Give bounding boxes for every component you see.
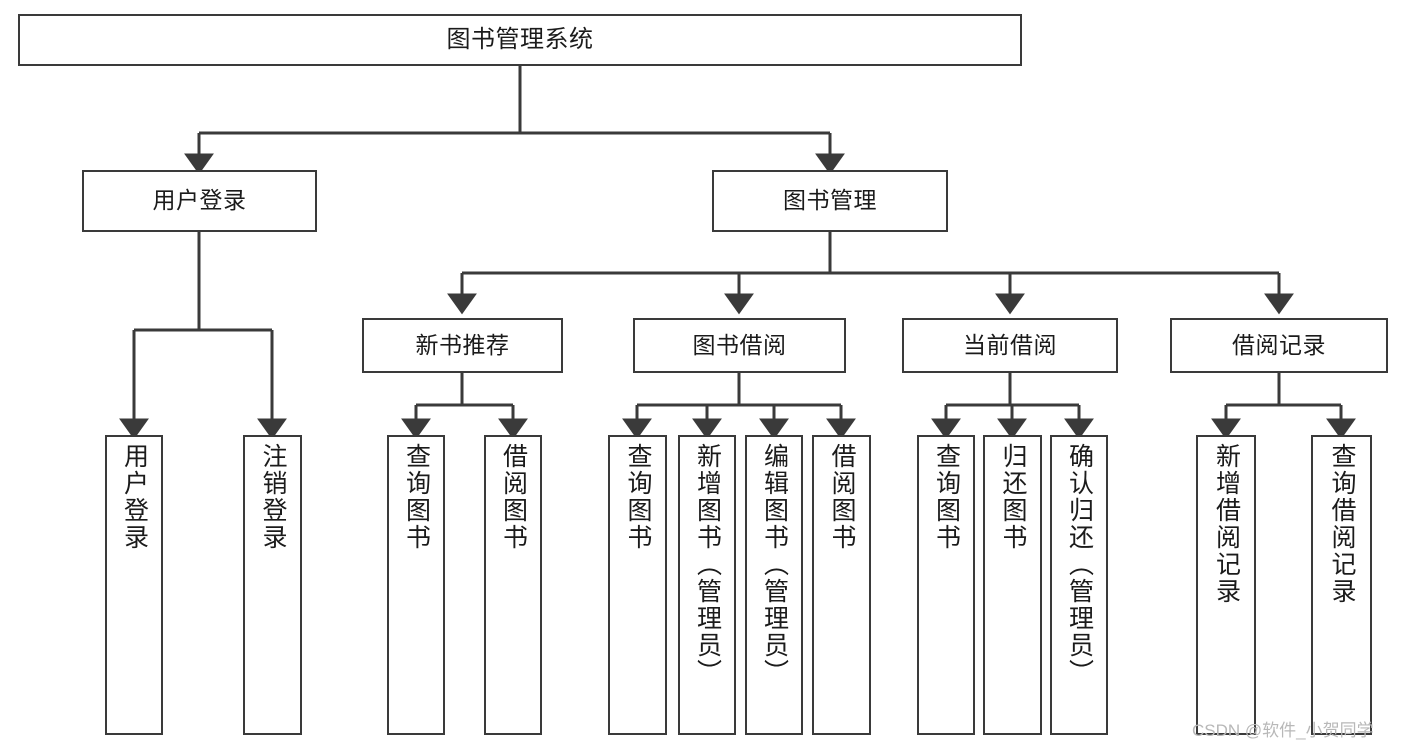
node-label: 当前借阅 — [963, 331, 1057, 358]
leaf-borrow-book-1[interactable]: 借阅图书 — [484, 435, 542, 735]
leaf-return-book[interactable]: 归还图书 — [983, 435, 1042, 735]
node-label: 查询图书 — [402, 443, 431, 551]
leaf-query-book-2[interactable]: 查询图书 — [608, 435, 667, 735]
node-label: 新增借阅记录 — [1212, 443, 1241, 605]
leaf-confirm-return[interactable]: 确认归还（管理员） — [1050, 435, 1108, 735]
node-label: 图书借阅 — [692, 331, 787, 358]
node-label: 查询图书 — [932, 443, 961, 551]
leaf-add-borrow-record[interactable]: 新增借阅记录 — [1196, 435, 1256, 735]
node-root-system[interactable]: 图书管理系统 — [18, 14, 1022, 66]
leaf-logout-login[interactable]: 注销登录 — [243, 435, 302, 735]
node-label: 注销登录 — [259, 443, 287, 551]
leaf-edit-book[interactable]: 编辑图书（管理员） — [745, 435, 803, 735]
leaf-query-borrow-record[interactable]: 查询借阅记录 — [1311, 435, 1372, 735]
node-label: 借阅记录 — [1232, 331, 1326, 358]
node-label: 查询借阅记录 — [1328, 443, 1356, 605]
node-book-management[interactable]: 图书管理 — [712, 170, 948, 232]
node-label: 借阅图书 — [828, 443, 856, 551]
watermark-text: CSDN @软件_小贺同学 — [1192, 721, 1374, 740]
node-label: 新书推荐 — [415, 331, 510, 358]
node-label: 用户登录 — [120, 443, 149, 551]
node-new-book-recommend[interactable]: 新书推荐 — [362, 318, 563, 373]
leaf-user-login[interactable]: 用户登录 — [105, 435, 163, 735]
node-label: 归还图书 — [999, 443, 1027, 551]
node-user-login[interactable]: 用户登录 — [82, 170, 317, 232]
node-current-borrow[interactable]: 当前借阅 — [902, 318, 1118, 373]
node-label: 图书管理系统 — [446, 25, 594, 53]
node-label: 查询图书 — [624, 443, 652, 551]
node-label: 借阅图书 — [499, 443, 528, 551]
leaf-add-book[interactable]: 新增图书（管理员） — [678, 435, 736, 735]
node-label: 用户登录 — [152, 187, 247, 214]
node-label: 确认归还（管理员） — [1065, 443, 1094, 686]
node-borrow-record[interactable]: 借阅记录 — [1170, 318, 1388, 373]
node-label: 新增图书（管理员） — [693, 443, 722, 686]
node-label: 编辑图书（管理员） — [760, 443, 789, 686]
leaf-query-book-3[interactable]: 查询图书 — [917, 435, 975, 735]
leaf-query-book-1[interactable]: 查询图书 — [387, 435, 445, 735]
leaf-borrow-book-2[interactable]: 借阅图书 — [812, 435, 871, 735]
node-book-borrow[interactable]: 图书借阅 — [633, 318, 846, 373]
node-label: 图书管理 — [783, 187, 877, 214]
